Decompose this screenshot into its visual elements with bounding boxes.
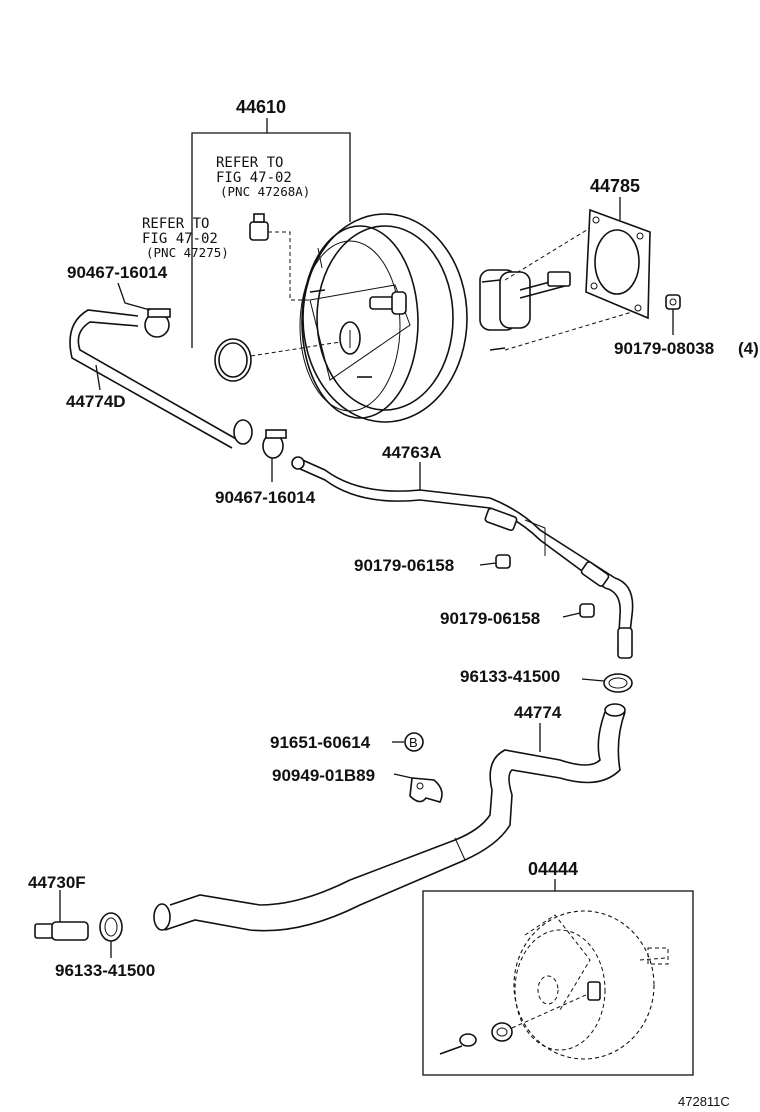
hose-lower-part-number: 44774 — [514, 703, 562, 722]
assy-part-number: 04444 — [528, 859, 578, 879]
tube-nut-a[interactable]: 90179-06158 — [354, 554, 511, 575]
check-valve-nut[interactable] — [249, 213, 310, 301]
refer-a-line2: FIG 47-02 — [216, 170, 292, 186]
refer-b-line2: FIG 47-02 — [142, 231, 218, 247]
bolt-marker: B — [409, 735, 418, 750]
bolt-marker-icon — [404, 732, 424, 752]
tube-nut-b[interactable]: 90179-06158 — [440, 603, 595, 628]
hose-clamp-holder[interactable]: 90949-01B89 — [272, 766, 443, 803]
tube-part-number: 44763A — [382, 443, 442, 462]
refer-b-line1: REFER TO — [142, 216, 209, 232]
hose-clip-lower[interactable]: 90467-16014 — [215, 429, 316, 507]
bolt[interactable]: 91651-60614 B — [270, 732, 424, 752]
clamp-bottom-part-number: 96133-41500 — [55, 961, 155, 980]
hose-clip-upper[interactable]: 90467-16014 — [67, 263, 171, 338]
clip-upper-part-number: 90467-16014 — [67, 263, 168, 282]
clip-lower-part-number: 90467-16014 — [215, 488, 316, 507]
nut-a-part-number: 90179-06158 — [354, 556, 454, 575]
vacuum-hose-upper[interactable]: 44774D — [66, 309, 253, 449]
bolt-part-number: 91651-60614 — [270, 733, 371, 752]
brake-booster[interactable] — [299, 213, 571, 423]
gasket-nut-qty: (4) — [738, 339, 759, 358]
gasket-nut[interactable]: 90179-08038 (4) — [614, 294, 759, 358]
hose-upper-part-number: 44774D — [66, 392, 126, 411]
hose-clamp-top[interactable]: 96133-41500 — [460, 667, 633, 693]
vacuum-hose-lower[interactable]: 44774 — [153, 703, 626, 932]
refer-b-line3: (PNC 47275) — [146, 245, 229, 260]
booster-callout: 44610 REFER TO FIG 47-02 (PNC 47268A) RE… — [142, 97, 351, 348]
hose-clamp-bottom[interactable]: 96133-41500 — [55, 912, 155, 980]
gasket-nut-part-number: 90179-08038 — [614, 339, 714, 358]
booster-part-number: 44610 — [236, 97, 286, 117]
nut-b-part-number: 90179-06158 — [440, 609, 540, 628]
union-part-number: 44730F — [28, 873, 86, 892]
refer-a-line1: REFER TO — [216, 155, 283, 171]
gasket-part-number: 44785 — [590, 176, 640, 196]
vacuum-tube[interactable]: 44763A — [291, 443, 634, 659]
clamp-top-part-number: 96133-41500 — [460, 667, 560, 686]
booster-gasket[interactable]: 44785 — [504, 176, 651, 351]
o-ring[interactable] — [214, 338, 341, 382]
hose-union[interactable]: 44730F — [28, 873, 89, 941]
refer-a-line3: (PNC 47268A) — [220, 184, 310, 199]
figure-code: 472811C — [678, 1094, 730, 1109]
booster-assy-kit[interactable]: 04444 — [422, 859, 694, 1076]
clamp-holder-part-number: 90949-01B89 — [272, 766, 375, 785]
